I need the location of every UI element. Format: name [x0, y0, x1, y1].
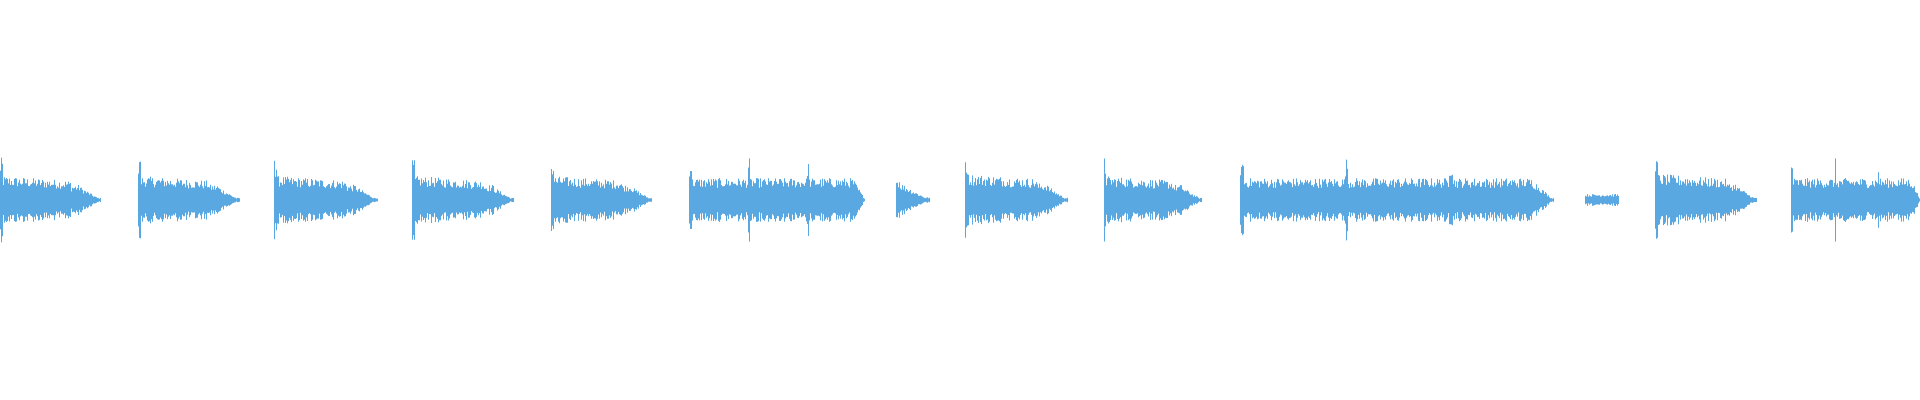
audio-clip-7[interactable] [896, 182, 930, 218]
audio-clip-3[interactable] [274, 160, 378, 240]
waveform-trace [1585, 194, 1619, 206]
audio-clip-9[interactable] [1104, 158, 1202, 242]
audio-clip-12[interactable] [1655, 161, 1757, 239]
audio-clip-8[interactable] [965, 162, 1068, 238]
audio-clip-6[interactable] [689, 158, 865, 242]
waveform-trace [412, 160, 514, 240]
waveform-trace [689, 158, 865, 242]
audio-clip-1[interactable] [0, 157, 101, 243]
audio-clip-5[interactable] [551, 169, 652, 231]
waveform-trace [274, 160, 378, 240]
waveform-trace [1104, 158, 1202, 242]
audio-clip-13[interactable] [1791, 158, 1920, 242]
audio-clip-11[interactable] [1585, 194, 1619, 206]
waveform-trace [138, 161, 240, 239]
audio-clip-10[interactable] [1240, 159, 1554, 241]
waveform-trace [1791, 158, 1920, 242]
waveform-trace [1240, 159, 1554, 241]
waveform-trace [896, 182, 930, 218]
waveform-trace [551, 169, 652, 231]
waveform-trace [1655, 161, 1757, 239]
waveform-trace [965, 162, 1068, 238]
audio-clip-2[interactable] [138, 161, 240, 239]
waveform-trace [0, 157, 101, 243]
audio-clip-4[interactable] [412, 160, 514, 240]
